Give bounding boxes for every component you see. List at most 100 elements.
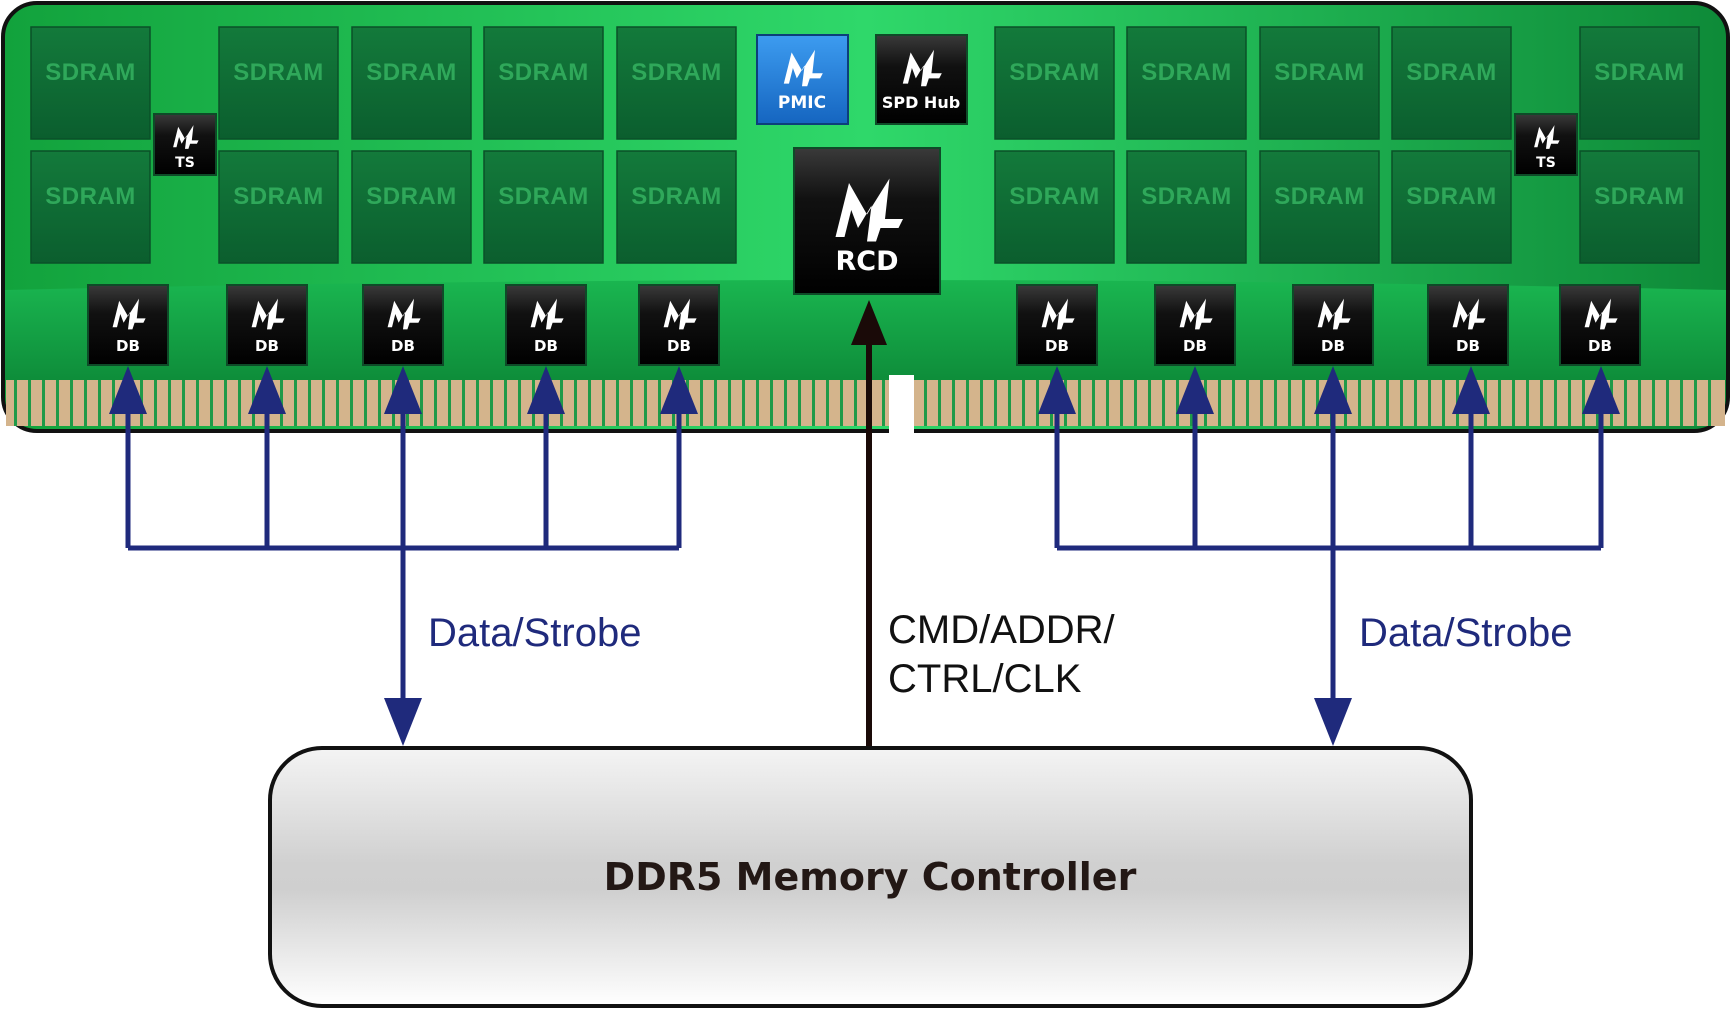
connector-key-notch [889, 375, 914, 433]
gold-finger-pin [1372, 380, 1375, 426]
gold-finger-pin [1162, 380, 1165, 426]
pmic-chip: PMIC [756, 34, 849, 125]
sdram-label: SDRAM [1141, 183, 1232, 210]
gold-finger-pin [1582, 380, 1585, 426]
gold-finger-pin [210, 380, 213, 426]
arrowhead-icon [1582, 366, 1620, 414]
gold-finger-pin [574, 380, 577, 426]
sdram-chip: SDRAM [218, 150, 339, 264]
gold-finger-pin [56, 380, 59, 426]
db-chip: DB [505, 284, 587, 366]
db-chip: DB [1292, 284, 1374, 366]
cmd-addr-label-line2: CTRL/CLK [888, 657, 1082, 701]
gold-finger-pin [882, 380, 885, 426]
arrowhead-icon [109, 366, 147, 414]
sdram-label: SDRAM [1274, 59, 1365, 86]
gold-finger-pin [1148, 380, 1151, 426]
gold-finger-pin [1624, 380, 1627, 426]
sdram-label: SDRAM [366, 183, 457, 210]
db-chip: DB [1427, 284, 1509, 366]
sdram-label: SDRAM [1009, 183, 1100, 210]
sdram-label: SDRAM [631, 183, 722, 210]
data-strobe-right-label: Data/Strobe [1359, 611, 1572, 655]
gold-finger-pin [1526, 380, 1529, 426]
gold-finger-pin [1134, 380, 1137, 426]
arrowhead-icon [1038, 366, 1076, 414]
db-chip: DB [87, 284, 169, 366]
gold-finger-pin [1554, 380, 1557, 426]
gold-finger-pin [14, 380, 17, 426]
rcd-chip: RCD [793, 147, 941, 295]
gold-finger-pin [1708, 380, 1711, 426]
gold-finger-pin [1260, 380, 1263, 426]
gold-finger-pin [840, 380, 843, 426]
sdram-chip: SDRAM [616, 150, 737, 264]
db-label: DB [1588, 337, 1612, 355]
arrowhead-icon [1314, 366, 1352, 414]
gold-finger-pin [826, 380, 829, 426]
sdram-label: SDRAM [1406, 183, 1497, 210]
gold-finger-pin [1022, 380, 1025, 426]
sdram-chip: SDRAM [1126, 26, 1247, 140]
gold-finger-pin [588, 380, 591, 426]
gold-finger-pin [308, 380, 311, 426]
gold-finger-pin [1414, 380, 1417, 426]
sdram-chip: SDRAM [30, 150, 151, 264]
gold-finger-pin [1176, 380, 1179, 426]
db-label: DB [1045, 337, 1069, 355]
gold-finger-pin [630, 380, 633, 426]
db-chip: DB [362, 284, 444, 366]
gold-finger-pin [98, 380, 101, 426]
gold-finger-strip [6, 380, 1725, 426]
db-chip: DB [226, 284, 308, 366]
data-strobe-left-label: Data/Strobe [428, 611, 641, 655]
gold-finger-pin [1078, 380, 1081, 426]
gold-finger-pin [378, 380, 381, 426]
sdram-chip: SDRAM [1126, 150, 1247, 264]
gold-finger-pin [1358, 380, 1361, 426]
gold-finger-pin [1652, 380, 1655, 426]
gold-finger-pin [784, 380, 787, 426]
sdram-label: SDRAM [1594, 183, 1685, 210]
gold-finger-pin [1036, 380, 1039, 426]
sdram-label: SDRAM [233, 183, 324, 210]
gold-finger-pin [1694, 380, 1697, 426]
gold-finger-pin [476, 380, 479, 426]
gold-finger-pin [1540, 380, 1543, 426]
sdram-label: SDRAM [498, 183, 589, 210]
arrowhead-icon [1314, 698, 1352, 746]
cmd-addr-label-line1: CMD/ADDR/ [888, 608, 1116, 652]
gold-finger-pin [294, 380, 297, 426]
gold-finger-pin [658, 380, 661, 426]
gold-finger-pin [938, 380, 941, 426]
memory-controller-title: DDR5 Memory Controller [604, 855, 1137, 899]
gold-finger-pin [966, 380, 969, 426]
gold-finger-pin [1106, 380, 1109, 426]
sdram-label: SDRAM [1594, 59, 1685, 86]
sdram-chip: SDRAM [218, 26, 339, 140]
db-label: DB [534, 337, 558, 355]
gold-finger-pin [770, 380, 773, 426]
gold-finger-pin [1274, 380, 1277, 426]
gold-finger-pin [602, 380, 605, 426]
sdram-chip: SDRAM [1259, 26, 1380, 140]
gold-finger-pin [154, 380, 157, 426]
gold-finger-pin [952, 380, 955, 426]
gold-finger-pin [854, 380, 857, 426]
db-label: DB [667, 337, 691, 355]
sdram-chip: SDRAM [30, 26, 151, 140]
ts-left-label: TS [175, 155, 195, 171]
arrowhead-icon [1452, 366, 1490, 414]
bus-arrowheads [109, 366, 1620, 746]
gold-finger-pin [490, 380, 493, 426]
gold-finger-pin [644, 380, 647, 426]
gold-finger-pin [742, 380, 745, 426]
gold-finger-pin [434, 380, 437, 426]
gold-finger-pin [1092, 380, 1095, 426]
memory-controller: DDR5 Memory Controller [268, 746, 1473, 1008]
gold-finger-pin [448, 380, 451, 426]
gold-finger-pin [1232, 380, 1235, 426]
sdram-chip: SDRAM [1391, 150, 1512, 264]
